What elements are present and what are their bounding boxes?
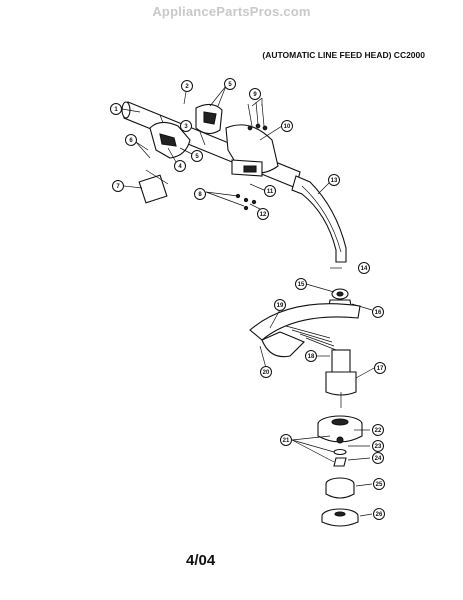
trimmer-head [317,415,363,527]
callout-number: 8 [198,192,202,198]
callout-19: 19 [274,299,286,311]
callout-26: 26 [373,508,385,520]
callout-number: 20 [263,370,270,376]
callout-number: 2 [185,84,189,90]
callout-5: 5 [224,78,236,90]
callout-17: 17 [374,362,386,374]
page-number: 4/04 [186,552,216,569]
model-title: (AUTOMATIC LINE FEED HEAD) CC2000 [262,50,425,60]
callout-number: 6 [129,138,133,144]
callout-9: 9 [249,88,261,100]
callout-number: 4 [178,164,182,170]
callout-11: 11 [264,185,276,197]
handle-assembly [138,121,191,204]
callout-number: 11 [267,189,274,195]
callout-18: 18 [305,350,317,362]
callout-14: 14 [358,262,370,274]
upper-clamp [195,103,223,135]
callout-2: 2 [181,80,193,92]
callout-number: 3 [184,124,188,130]
callout-13: 13 [328,174,340,186]
watermark: AppliancePartsPros.com [152,4,311,19]
callout-4: 4 [174,160,186,172]
callout-number: 15 [298,282,305,288]
callout-number: 24 [375,456,382,462]
line-guard [249,303,361,358]
callout-number: 9 [253,92,257,98]
callout-number: 21 [283,438,290,444]
callout-8: 8 [194,188,206,200]
callout-number: 7 [116,184,120,190]
lower-clamp [225,124,279,177]
callout-25: 25 [373,478,385,490]
callout-number: 16 [375,310,382,316]
callout-number: 12 [260,212,267,218]
callout-7: 7 [112,180,124,192]
callout-number: 22 [375,428,382,434]
callout-number: 10 [284,124,291,130]
callout-21: 21 [280,434,292,446]
callout-3: 3 [180,120,192,132]
callout-number: 23 [375,444,382,450]
callout-number: 19 [277,303,284,309]
callout-number: 5 [195,154,199,160]
callout-1: 1 [110,103,122,115]
lower-bent-shaft [291,175,347,263]
clamp-screws [235,101,268,211]
callout-number: 5 [228,82,232,88]
callout-5b: 5 [191,150,203,162]
callout-number: 18 [308,354,315,360]
callout-23: 23 [372,440,384,452]
callout-22: 22 [372,424,384,436]
callout-15: 15 [295,278,307,290]
callout-number: 1 [114,107,118,113]
callout-24: 24 [372,452,384,464]
callout-12: 12 [257,208,269,220]
callout-number: 13 [331,178,338,184]
callout-16: 16 [372,306,384,318]
callout-10: 10 [281,120,293,132]
callout-number: 14 [361,266,368,272]
callout-number: 17 [377,366,384,372]
callout-number: 26 [376,512,383,518]
gear-housing [325,349,357,408]
callout-20: 20 [260,366,272,378]
callout-6: 6 [125,134,137,146]
callout-number: 25 [376,482,383,488]
